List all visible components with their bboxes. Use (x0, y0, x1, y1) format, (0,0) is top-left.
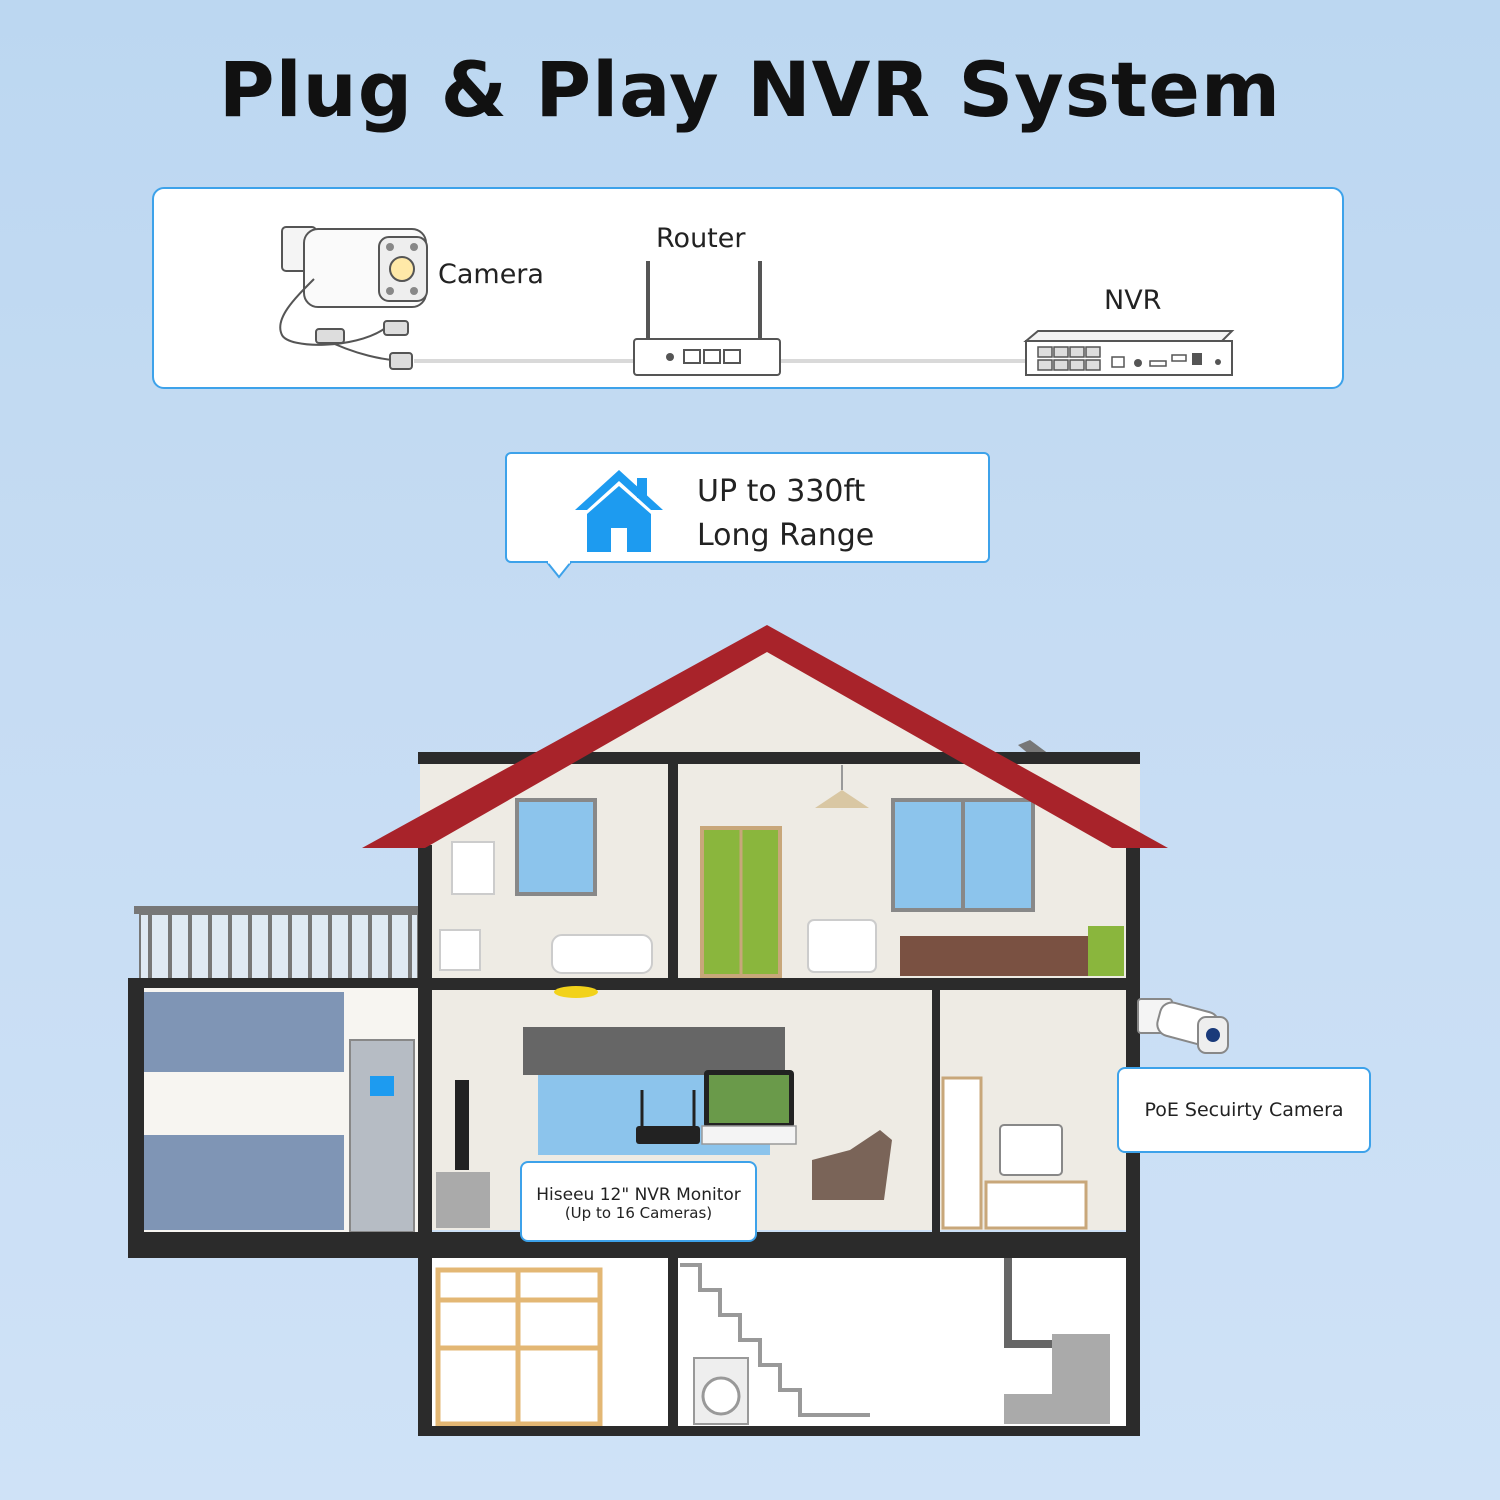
security-camera-icon (1132, 995, 1242, 1065)
callout-pointer (545, 561, 575, 581)
camera-label: Camera (438, 259, 544, 290)
page-title: Plug & Play NVR System (0, 45, 1500, 134)
camera-tag: PoE Secuirty Camera (1117, 1067, 1371, 1153)
monitor-name: Hiseeu 12" NVR Monitor (522, 1185, 755, 1205)
monitor-tag: Hiseeu 12" NVR Monitor (Up to 16 Cameras… (520, 1161, 757, 1242)
nvr-label: NVR (1104, 285, 1161, 316)
router-icon (634, 261, 780, 375)
router-label: Router (656, 223, 745, 254)
monitor-capacity: (Up to 16 Cameras) (522, 1205, 755, 1222)
range-label: Long Range (697, 514, 874, 558)
range-callout: UP to 330ft Long Range (505, 452, 990, 563)
connection-diagram-panel: Camera Router NVR (152, 187, 1344, 389)
bullet-camera-icon (280, 227, 427, 369)
camera-tag-label: PoE Secuirty Camera (1144, 1099, 1343, 1121)
range-distance: UP to 330ft (697, 470, 874, 514)
house-illustration (0, 600, 1500, 1500)
nvr-recorder-icon (1026, 331, 1232, 375)
home-icon (571, 466, 667, 556)
connection-diagram (154, 189, 1346, 391)
